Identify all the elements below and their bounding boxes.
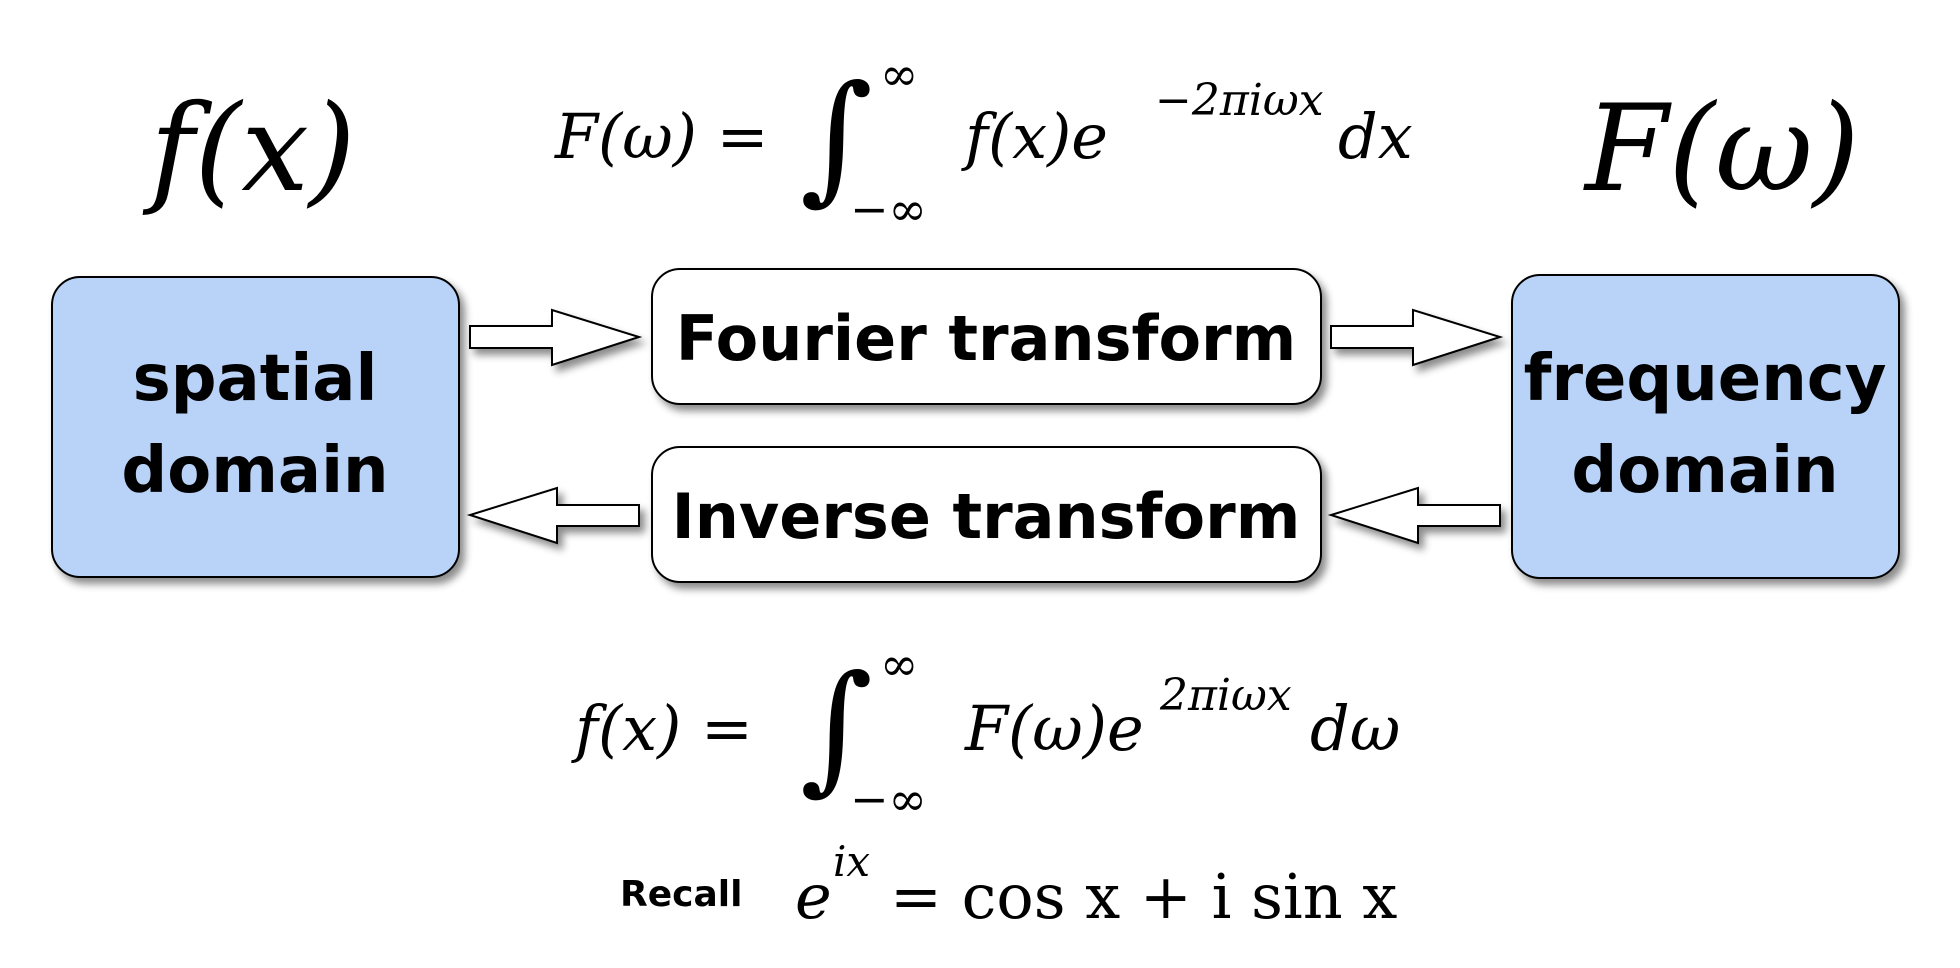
integral-sign: ∫ bbox=[800, 56, 873, 219]
arrow-left-icon bbox=[1327, 486, 1501, 545]
integrand: F(ω)e bbox=[964, 692, 1144, 765]
inverse-transform-box bbox=[651, 446, 1322, 583]
fourier-transform-label: Fourier transform bbox=[676, 302, 1296, 375]
frequency-domain-box bbox=[1511, 274, 1900, 579]
integral-upper: ∞ bbox=[880, 637, 918, 691]
formula-lhs: f(x) = bbox=[571, 692, 753, 765]
differential: dω bbox=[1310, 692, 1400, 765]
integral-lower: −∞ bbox=[850, 772, 927, 826]
euler-rhs: = cos x + i sin x bbox=[890, 860, 1397, 933]
frequency-label-1: frequency bbox=[1524, 342, 1887, 416]
frequency-symbol: F(ω) bbox=[1583, 80, 1860, 219]
inverse-transform-label: Inverse transform bbox=[672, 480, 1301, 553]
arrow-left-icon bbox=[466, 486, 640, 545]
integral-upper: ∞ bbox=[880, 47, 918, 101]
spatial-symbol: f(x) bbox=[142, 80, 356, 219]
differential: dx bbox=[1338, 100, 1413, 173]
euler-exponent: ix bbox=[833, 837, 870, 886]
fourier-transform-box bbox=[651, 268, 1322, 405]
euler-base: e bbox=[795, 860, 832, 933]
integrand: f(x)e bbox=[961, 100, 1108, 173]
frequency-label-2: domain bbox=[1571, 434, 1838, 508]
arrow-right-icon bbox=[469, 308, 643, 367]
exponent: −2πiωx bbox=[1155, 75, 1324, 126]
spatial-domain-box bbox=[51, 276, 460, 578]
arrow-right-icon bbox=[1330, 308, 1504, 367]
integral-sign: ∫ bbox=[800, 646, 873, 809]
exponent: 2πiωx bbox=[1159, 670, 1292, 721]
forward-formula: F(ω) = ∫ ∞ −∞ f(x)e −2πiωx dx bbox=[554, 47, 1413, 236]
formula-lhs: F(ω) = bbox=[554, 100, 769, 173]
spatial-label-2: domain bbox=[121, 434, 388, 508]
recall-label: Recall bbox=[620, 874, 742, 915]
inverse-formula: f(x) = ∫ ∞ −∞ F(ω)e 2πiωx dω bbox=[571, 637, 1400, 826]
spatial-label-1: spatial bbox=[133, 342, 378, 416]
integral-lower: −∞ bbox=[850, 182, 927, 236]
